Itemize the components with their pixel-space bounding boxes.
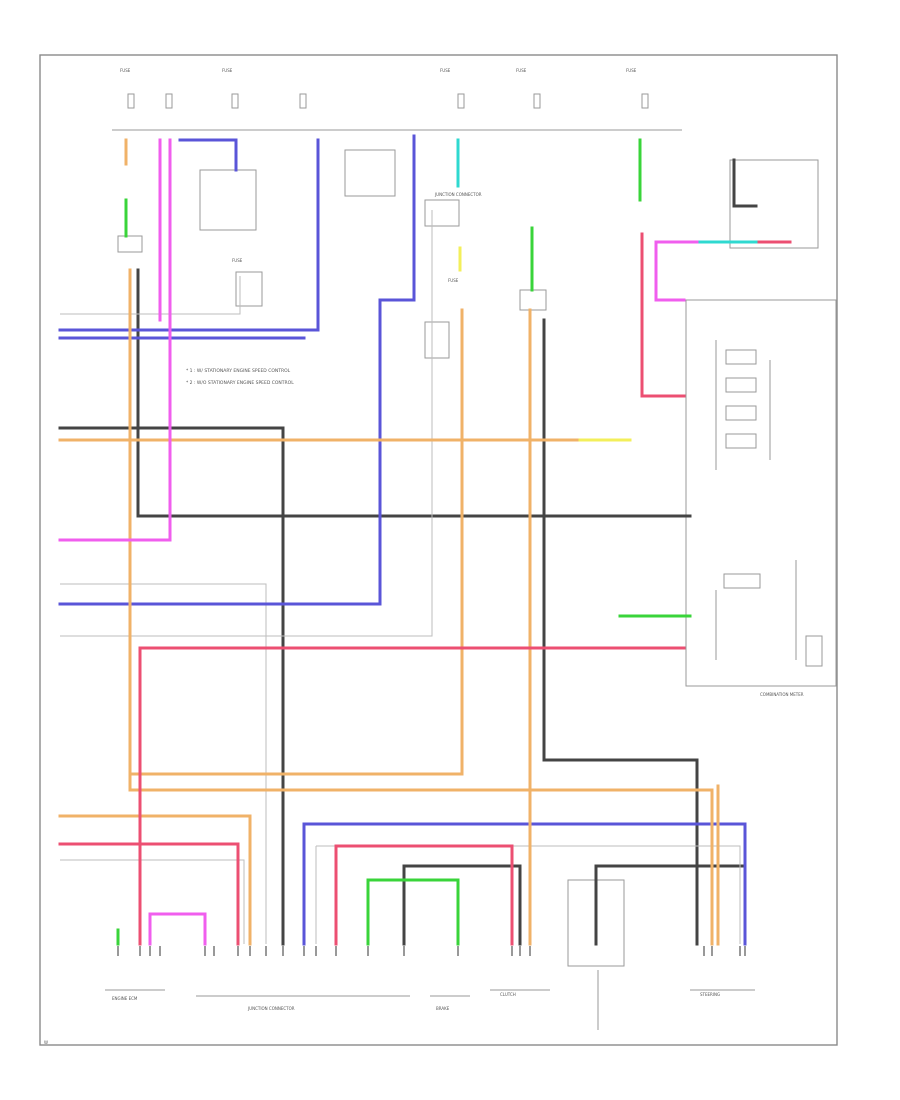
wire-group-cyan — [456, 138, 758, 244]
fuse-label-7: FUSE — [448, 278, 459, 283]
note-1: * 1 : W/ STATIONARY ENGINE SPEED CONTROL — [186, 368, 291, 374]
fuse-label-4: FUSE — [516, 68, 527, 73]
page-id: W — [44, 1040, 48, 1045]
bottom-group-lines — [105, 970, 755, 1030]
wire-group-pink — [58, 138, 702, 946]
note-2: * 2 : W/O STATIONARY ENGINE SPEED CONTRO… — [186, 380, 294, 386]
bottom-label-engine-ecm: ENGINE ECM — [112, 996, 138, 1001]
bottom-label-brake: BRAKE — [436, 1006, 450, 1011]
fuse-label-3: FUSE — [440, 68, 451, 73]
junction-label: JUNCTION CONNECTOR — [434, 192, 482, 197]
bottom-label-junction: JUNCTION CONNECTOR — [247, 1006, 295, 1011]
wire-group-red — [58, 232, 792, 946]
wire-group-orange — [58, 138, 720, 946]
meter-internal-lines — [715, 340, 823, 667]
fuse-labels: FUSE FUSE FUSE FUSE FUSE — [120, 68, 637, 73]
fuse-label-1: FUSE — [120, 68, 131, 73]
bottom-label-steering: STEERING — [700, 992, 720, 997]
fuse-symbols — [127, 93, 649, 109]
bottom-label-clutch: CLUTCH — [500, 992, 516, 997]
fuse-label-2: FUSE — [222, 68, 233, 73]
wire-group-blue — [58, 134, 747, 946]
wire-group-green — [116, 138, 692, 946]
combination-meter-label: COMBINATION METER — [760, 692, 804, 697]
wire-group-yellow — [458, 246, 632, 442]
wire-group-black — [58, 158, 758, 946]
diagram-frame — [39, 54, 838, 1046]
wire-group-gray — [60, 210, 741, 944]
fuse-label-6: FUSE — [232, 258, 243, 263]
fuse-label-5: FUSE — [626, 68, 637, 73]
bottom-connector-pins — [117, 946, 746, 956]
